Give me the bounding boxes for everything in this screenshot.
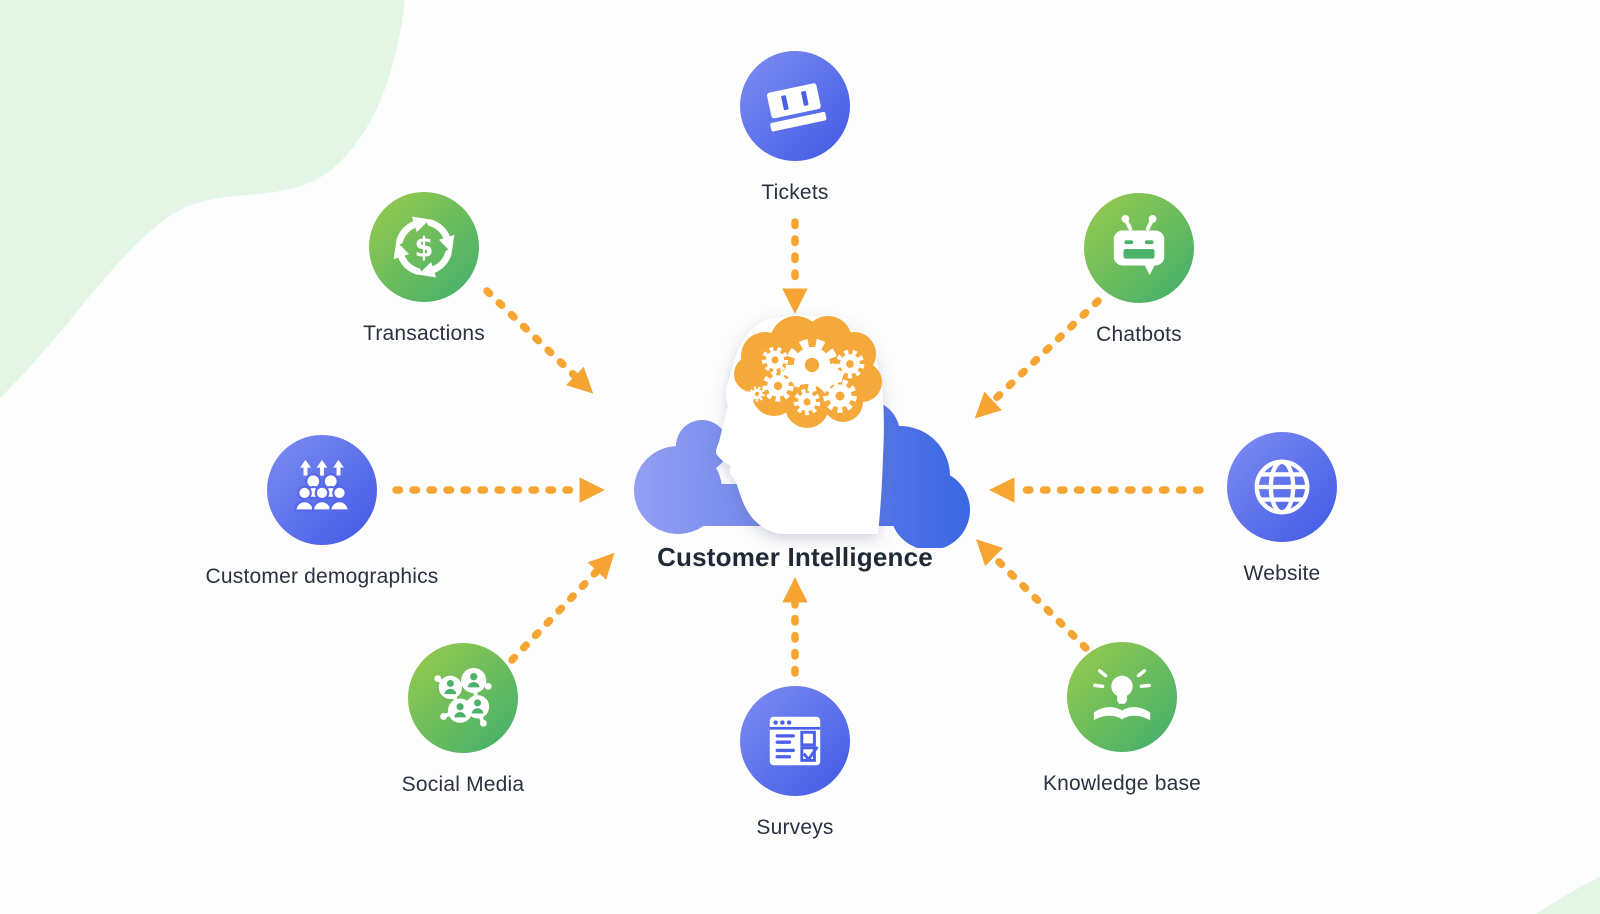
- globe-icon: [1254, 459, 1310, 515]
- chatbot-icon: [1113, 215, 1165, 276]
- transactions-label: Transactions: [363, 322, 485, 345]
- customer-demographics-label: Customer demographics: [205, 565, 439, 588]
- node-chatbots: Chatbots: [1009, 193, 1269, 347]
- people-growth-icon: [294, 459, 350, 512]
- node-social-media: Social Media: [333, 643, 593, 797]
- surveys-label: Surveys: [756, 816, 834, 839]
- node-transactions: $ Transactions: [294, 192, 554, 346]
- knowledge-base-label: Knowledge base: [1042, 772, 1202, 795]
- customer-demographics-bubble: [267, 435, 377, 545]
- decorative-blob-top-left: [0, 0, 405, 398]
- social-media-label: Social Media: [401, 773, 525, 796]
- chatbots-bubble: [1084, 193, 1194, 303]
- svg-text:$: $: [415, 233, 434, 264]
- node-customer-demographics: Customer demographics: [192, 435, 452, 589]
- node-knowledge-base: Knowledge base: [992, 642, 1252, 796]
- transactions-bubble: $: [369, 192, 479, 302]
- ticket-icon: [767, 83, 827, 132]
- lightbulb-book-icon: [1093, 669, 1151, 721]
- survey-form-icon: [769, 716, 821, 766]
- node-surveys: Surveys: [665, 686, 925, 840]
- money-cycle-icon: $: [393, 216, 455, 278]
- head-brain-gears-cloud-icon: [634, 315, 970, 548]
- social-media-bubble: [408, 643, 518, 753]
- website-label: Website: [1243, 562, 1321, 585]
- node-tickets: Tickets: [665, 51, 925, 205]
- tickets-label: Tickets: [761, 181, 829, 204]
- knowledge-base-bubble: [1067, 642, 1177, 752]
- arrow-from-knowledge-base: [976, 539, 1102, 664]
- website-bubble: [1227, 432, 1337, 542]
- arrow-from-social-media: [508, 552, 615, 664]
- tickets-bubble: [740, 51, 850, 161]
- node-website: Website: [1152, 432, 1412, 586]
- arrow-from-transactions: [483, 287, 594, 394]
- chatbots-label: Chatbots: [1096, 323, 1182, 346]
- center-title: Customer Intelligence: [657, 542, 933, 572]
- surveys-bubble: [740, 686, 850, 796]
- arrow-from-chatbots: [974, 297, 1102, 419]
- people-network-icon: [434, 667, 492, 727]
